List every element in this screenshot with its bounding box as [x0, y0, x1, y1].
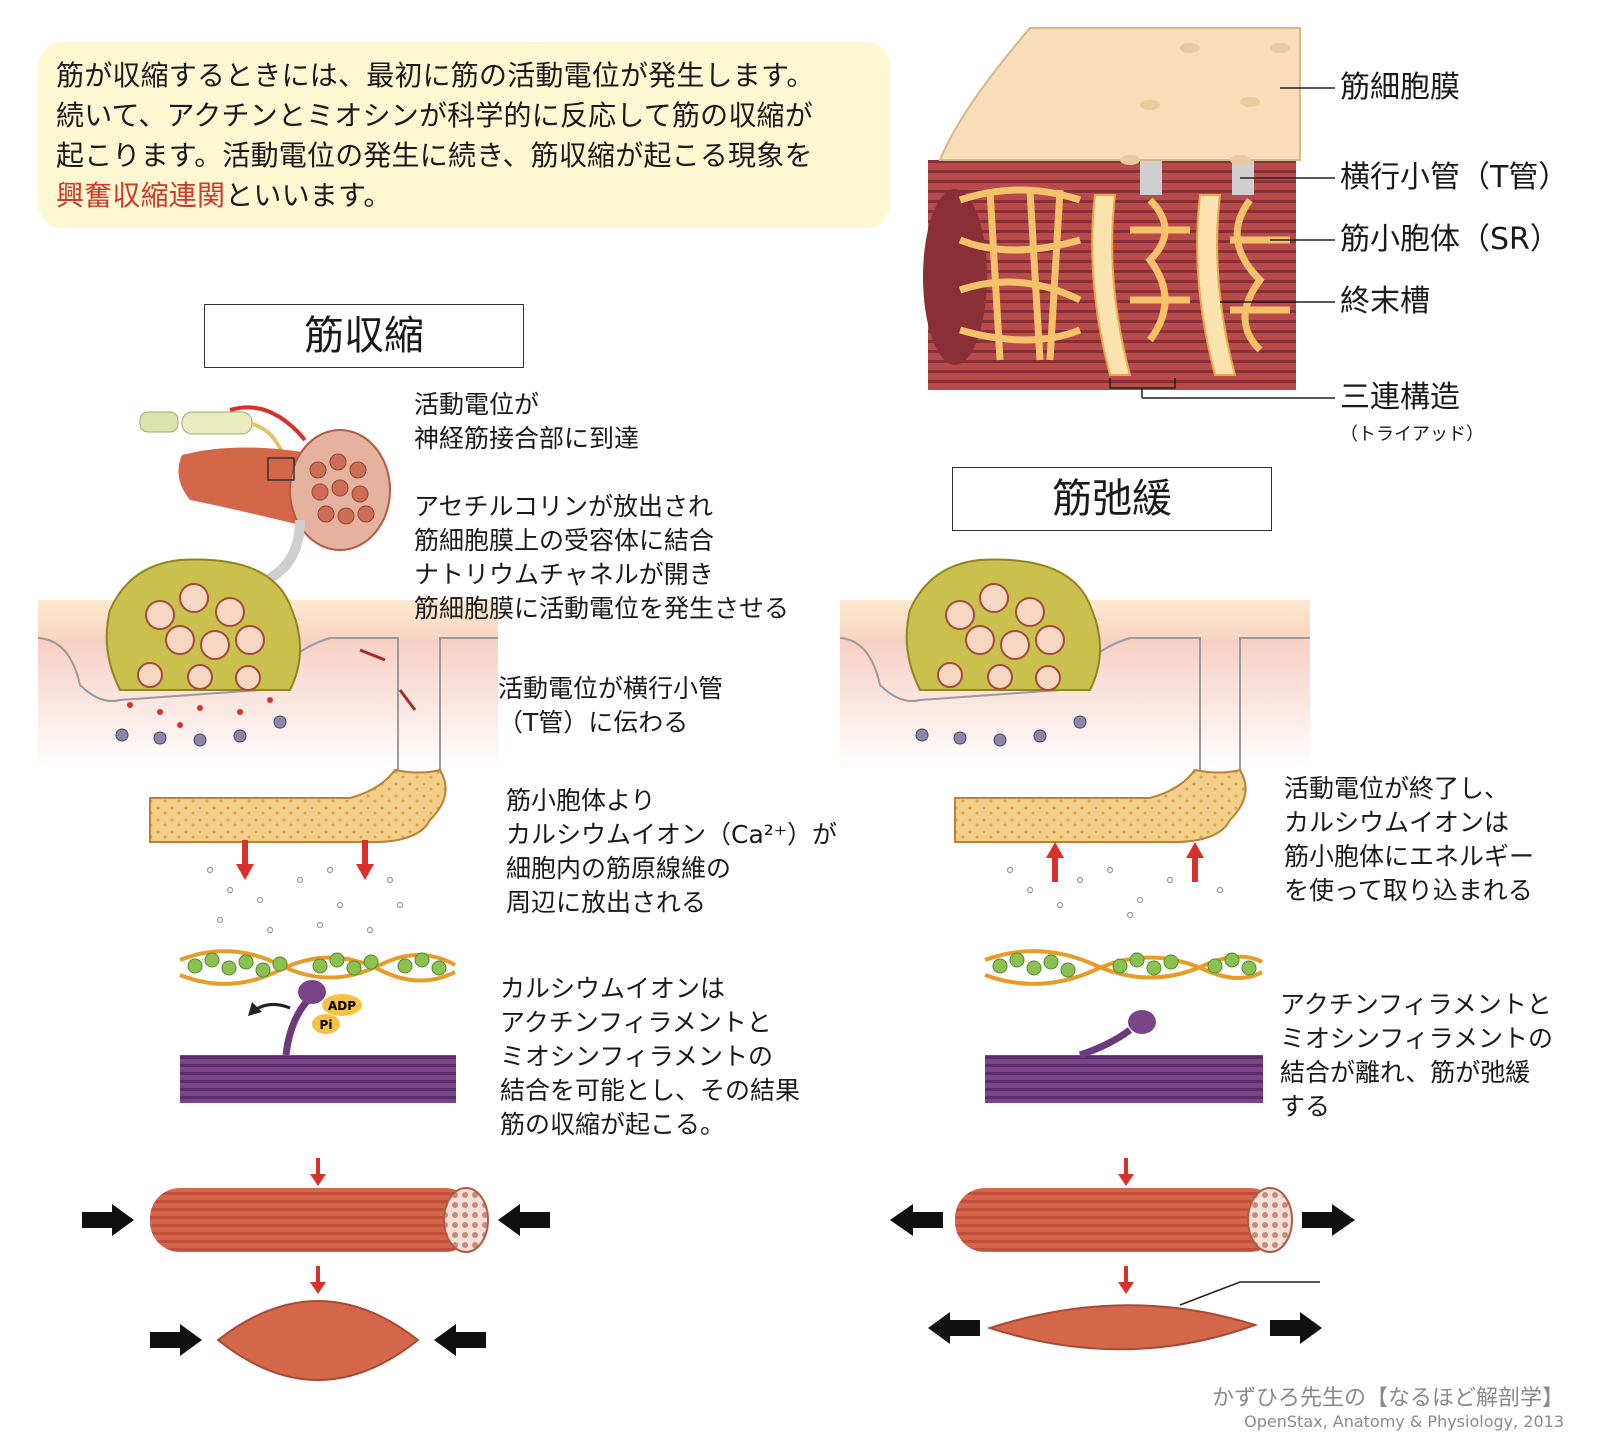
pull-arrow-left	[890, 1204, 943, 1236]
contraction-step-3-line: （T管）に伝わる	[498, 708, 689, 737]
contraction-step-4-line: カルシウムイオン（Ca²⁺）が	[506, 820, 837, 849]
contraction-step-2-line: アセチルコリンが放出され	[414, 492, 714, 521]
contraction-title: 筋収縮	[204, 304, 524, 368]
contraction-step-3-line: 活動電位が横行小管	[498, 674, 724, 703]
contracted-muscle	[216, 1300, 420, 1381]
relaxation-step-2-line: ミオシンフィラメントの	[1280, 1024, 1554, 1053]
myosin-filament-relax	[985, 1055, 1263, 1103]
contraction-step-4-line: 周辺に放出される	[506, 888, 707, 917]
nerve-terminal-relax	[905, 558, 1101, 691]
acetylcholine-receptors	[115, 715, 287, 747]
relaxation-title: 筋弛緩	[952, 467, 1272, 531]
credit-line-2: OpenStax, Anatomy & Physiology, 2013	[1244, 1412, 1564, 1431]
myofibril-end	[923, 189, 987, 365]
label-sarcolemma: 筋細胞膜	[1340, 70, 1460, 105]
relaxation-step-2-line: アクチンフィラメントと	[1280, 990, 1552, 1019]
pi-molecule	[312, 1014, 340, 1034]
muscle-cylinder	[150, 1188, 475, 1252]
intro-line-3: 起こります。活動電位の発生に続き、筋収縮が起こる現象を	[56, 139, 813, 172]
fiber-structure-illustration	[923, 27, 1335, 399]
intro-highlight: 興奮収縮連関	[56, 179, 226, 212]
contraction-step-1-line: 活動電位が	[414, 390, 540, 419]
nerve-terminal	[105, 558, 301, 691]
calcium-ions	[206, 866, 404, 934]
label-t-tubule: 横行小管（T管）	[1340, 160, 1569, 195]
pi-label: Pi	[320, 1018, 333, 1032]
contraction-step-5-line: アクチンフィラメントと	[500, 1008, 772, 1037]
intro-box: 筋が収縮するときには、最初に筋の活動電位が発生します。 続いて、アクチンとミオシ…	[38, 42, 890, 228]
relaxation-step-2-line: する	[1280, 1092, 1331, 1121]
credit-line-1: かずひろ先生の【なるほど解剖学】	[1211, 1386, 1564, 1411]
sarcoplasmic-reticulum-relax	[954, 768, 1247, 843]
t-tubule	[1140, 155, 1162, 195]
label-sr: 筋小胞体（SR）	[1340, 222, 1560, 257]
relaxation-step-1-line: 筋小胞体にエネルギー	[1284, 842, 1535, 871]
contraction-step-1-line: 神経筋接合部に到達	[414, 424, 640, 453]
intro-tail: といいます。	[225, 179, 392, 212]
contraction-step-3: 活動電位が横行小管 （T管）に伝わる	[498, 672, 723, 740]
structure-leaders	[1109, 87, 1335, 399]
sr-network	[958, 186, 1290, 361]
terminal-cisterna-right	[1196, 194, 1237, 376]
contraction-step-4: 筋小胞体より カルシウムイオン（Ca²⁺）が 細胞内の筋原線維の 周辺に放出され…	[506, 784, 837, 920]
contraction-step-4-line: 細胞内の筋原線維の	[506, 854, 732, 883]
contraction-step-5-line: ミオシンフィラメントの	[500, 1042, 774, 1071]
contraction-step-5-line: カルシウムイオンは	[500, 974, 726, 1003]
muscle-fiber-small	[178, 447, 320, 530]
action-potential-arrow	[229, 405, 307, 442]
zoom-box	[267, 457, 295, 481]
axon-segment-2	[181, 411, 253, 435]
actin-filament	[179, 949, 456, 986]
myosin-head-relax	[1128, 1010, 1156, 1034]
relaxation-step-1-line: 活動電位が終了し、	[1284, 774, 1510, 803]
myosin-filament	[180, 1055, 456, 1103]
relaxation-step-1: 活動電位が終了し、 カルシウムイオンは 筋小胞体にエネルギー を使って取り込まれ…	[1284, 772, 1534, 908]
contraction-cell-panel: ADP Pi	[37, 558, 550, 1381]
contraction-step-2-line: ナトリウムチャネルが開き	[414, 560, 714, 589]
axon-segment	[139, 411, 179, 433]
intro-line-2: 続いて、アクチンとミオシンが科学的に反応して筋の収縮が	[56, 99, 813, 132]
contraction-step-2-line: 筋細胞膜上の受容体に結合	[414, 526, 715, 555]
contraction-step-5-line: 筋の収縮が起こる。	[500, 1110, 726, 1139]
terminal-cisterna-left	[1091, 194, 1132, 376]
contraction-step-4-line: 筋小胞体より	[506, 786, 656, 815]
relaxation-cell-panel	[839, 558, 1355, 1351]
sarcoplasmic-reticulum	[149, 768, 447, 843]
label-triad-sub: （トライアッド）	[1340, 424, 1484, 445]
intro-line-1: 筋が収縮するときには、最初に筋の活動電位が発生します。	[56, 59, 815, 92]
contraction-step-5: カルシウムイオンは アクチンフィラメントと ミオシンフィラメントの 結合を可能と…	[500, 972, 800, 1142]
label-terminal-cisterna: 終末槽	[1340, 284, 1430, 319]
push-arrow-left	[82, 1204, 134, 1236]
push-arrow-right	[498, 1204, 550, 1236]
relaxation-step-1-line: を使って取り込まれる	[1284, 876, 1533, 905]
contraction-step-1: 活動電位が 神経筋接合部に到達	[414, 388, 639, 456]
contraction-step-2: アセチルコリンが放出され 筋細胞膜上の受容体に結合 ナトリウムチャネルが開き 筋…	[414, 490, 789, 626]
t-tubule-2	[1232, 155, 1254, 195]
actin-filament-relax	[984, 949, 1264, 986]
relaxed-muscle	[986, 1304, 1259, 1351]
synaptic-vesicles	[137, 583, 265, 691]
muscle-cylinder-relax	[955, 1188, 1280, 1252]
adp-molecule	[322, 994, 362, 1016]
pull-arrow-right	[1302, 1204, 1355, 1236]
intro-text: 筋が収縮するときには、最初に筋の活動電位が発生します。 続いて、アクチンとミオシ…	[56, 56, 815, 216]
sarcolemma-sheet	[938, 27, 1301, 161]
label-triad: 三連構造	[1340, 380, 1460, 415]
myosin-head	[298, 980, 326, 1004]
relaxation-step-2: アクチンフィラメントと ミオシンフィラメントの 結合が離れ、筋が弛緩 する	[1280, 988, 1553, 1124]
relaxation-step-2-line: 結合が離れ、筋が弛緩	[1280, 1058, 1531, 1087]
ca-uptake-arrows	[1046, 842, 1204, 882]
adp-label: ADP	[328, 999, 356, 1013]
sarcolemma-pores	[1120, 43, 1290, 165]
relaxation-step-1-line: カルシウムイオンは	[1284, 808, 1510, 837]
contraction-step-5-line: 結合を可能とし、その結果	[500, 1076, 801, 1105]
contraction-step-2-line: 筋細胞膜に活動電位を発生させる	[414, 594, 790, 623]
ca-release-arrows	[236, 840, 374, 880]
